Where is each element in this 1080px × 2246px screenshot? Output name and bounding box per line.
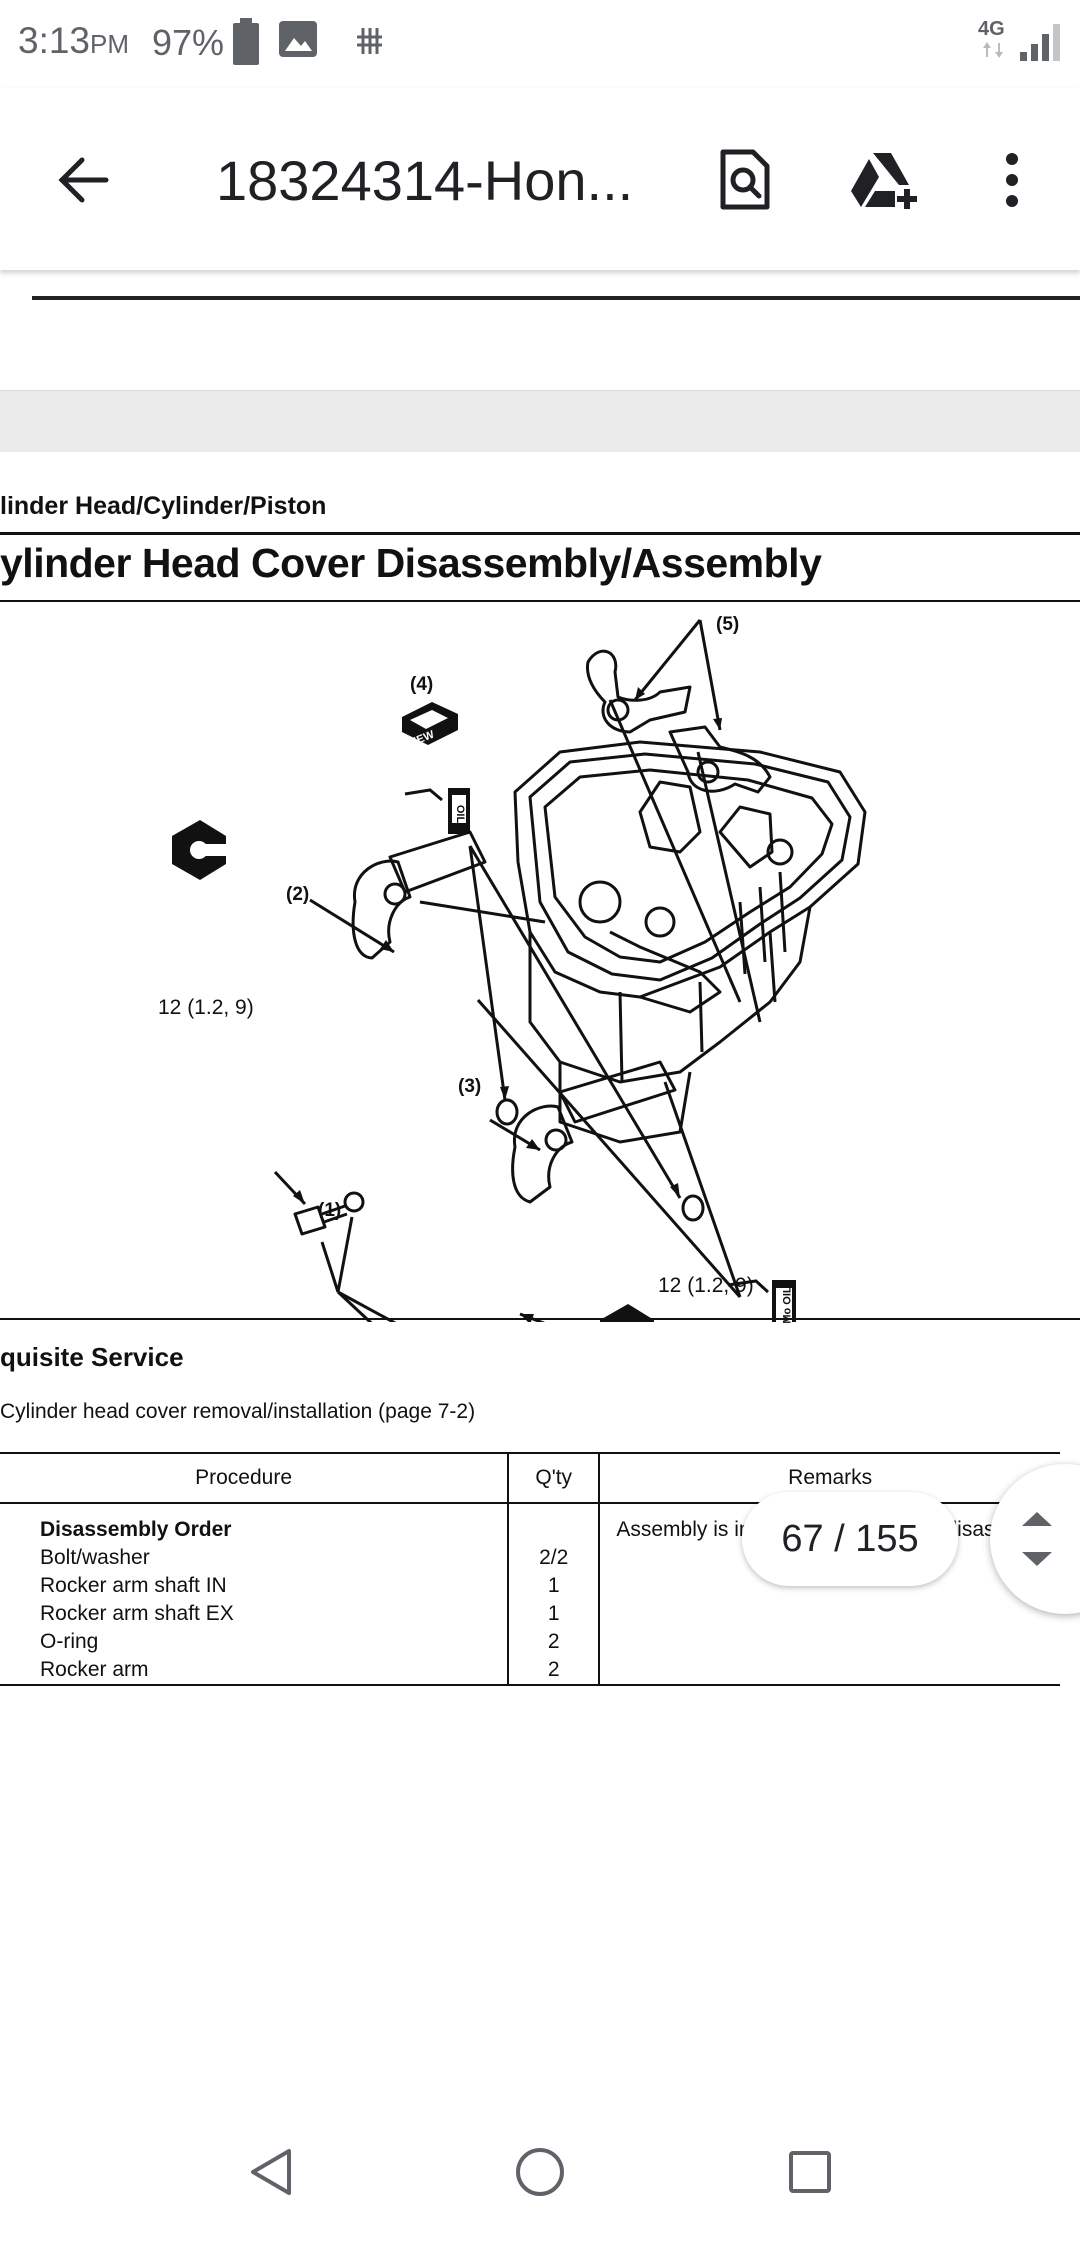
- moly-oil-can-icon: [727, 1279, 796, 1322]
- page-gap: [0, 390, 1080, 454]
- step-number: 1): [0, 1544, 20, 1572]
- callout-5: (5): [716, 614, 740, 635]
- find-in-document-button[interactable]: [694, 130, 794, 230]
- nav-recents-button[interactable]: [770, 2132, 850, 2212]
- callout-2: (2): [286, 884, 310, 905]
- home-circle-icon: [516, 2148, 564, 2196]
- step-number: 3): [0, 1600, 20, 1628]
- qty-cell: 2/2 1 1 2 2: [508, 1503, 601, 1686]
- table-row: Disassembly Order 1) Bolt/washer 2) Rocker…: [0, 1503, 1060, 1686]
- step-name: Bolt/washer: [40, 1546, 150, 1569]
- drive-add-icon: [851, 153, 917, 209]
- qty-value: 1: [547, 1602, 560, 1625]
- nav-home-button[interactable]: [500, 2132, 580, 2212]
- list-item: 2) Rocker arm shaft IN: [0, 1572, 507, 1600]
- exploded-diagram: [172, 619, 867, 1322]
- back-arrow-icon: [58, 157, 109, 203]
- step-name: Rocker arm: [40, 1658, 149, 1681]
- new-part-icon: [402, 702, 458, 745]
- step-number: 2): [0, 1572, 20, 1600]
- add-to-drive-button[interactable]: [836, 130, 936, 230]
- heading-rule: [0, 600, 1080, 602]
- torque-spec-upper: 12 (1.2, 9): [158, 996, 254, 1019]
- status-time-value: 3:13: [18, 20, 91, 61]
- step-name: O-ring: [40, 1630, 99, 1653]
- callout-1: (1): [318, 1200, 342, 1221]
- battery-percent: 97%: [152, 22, 225, 63]
- prerequisite-title: quisite Service: [0, 1342, 184, 1372]
- callout-3: (3): [458, 1076, 482, 1097]
- qty-value: 2: [547, 1658, 560, 1681]
- status-time: 3:13PM: [18, 20, 129, 62]
- navigation-bar: [0, 2092, 1080, 2246]
- qty-value: 2: [547, 1630, 560, 1653]
- callout-4: (4): [410, 674, 434, 695]
- more-vert-icon: [1006, 153, 1018, 207]
- disassembly-order-title: Disassembly Order: [40, 1518, 232, 1541]
- data-arrows-icon: [982, 42, 1006, 63]
- previous-page-bottom: [0, 270, 1080, 390]
- recents-square-icon: [789, 2151, 831, 2193]
- image-icon: [278, 18, 318, 65]
- list-item: 4) O-ring: [0, 1628, 507, 1656]
- section-header: linder Head/Cylinder/Piston: [0, 492, 327, 520]
- list-item: 5) Rocker arm: [0, 1656, 507, 1684]
- pdf-page: linder Head/Cylinder/Piston ylinder Head…: [0, 452, 1080, 2092]
- status-time-ampm: PM: [90, 29, 130, 59]
- step-name: Rocker arm shaft IN: [40, 1574, 227, 1597]
- back-button[interactable]: [34, 130, 134, 230]
- hashtag-notification-icon: [354, 26, 384, 61]
- diagram-bottom-rule: [0, 1318, 1080, 1320]
- step-number: 5): [0, 1656, 20, 1684]
- page-rule: [32, 296, 1080, 300]
- header-procedure: Procedure: [0, 1452, 510, 1504]
- header-rule: [0, 532, 1080, 535]
- page-counter: 67 / 155: [742, 1492, 958, 1586]
- torque-wrench-icon-lower: [600, 1304, 654, 1322]
- nav-back-button[interactable]: [232, 2132, 312, 2212]
- qty-value: 1: [547, 1574, 560, 1597]
- remarks-cell: Assembly is in the reverse order of disa…: [599, 1503, 1060, 1686]
- torque-spec-lower: 12 (1.2, 9): [658, 1274, 754, 1297]
- status-bar: 3:13PM 97% 4G: [0, 0, 1080, 88]
- table-header-row: Procedure Q'ty Remarks: [0, 1452, 1060, 1504]
- prerequisite-text: Cylinder head cover removal/installation…: [0, 1400, 476, 1423]
- header-remarks: Remarks: [599, 1452, 1060, 1504]
- document-title: 18324314-Hon...: [216, 149, 634, 212]
- scroll-arrows-icon: [1022, 1512, 1052, 1566]
- oil-can-icon: [404, 788, 470, 834]
- qty-value: 2/2: [539, 1546, 569, 1569]
- torque-wrench-icon-upper: [172, 820, 229, 880]
- search-document-icon: [720, 149, 770, 210]
- header-qty: Q'ty: [508, 1452, 601, 1504]
- app-bar: 18324314-Hon...: [0, 88, 1080, 270]
- step-name: Rocker arm shaft EX: [40, 1602, 234, 1625]
- page-heading: ylinder Head Cover Disassembly/Assembly: [0, 540, 822, 586]
- network-type: 4G: [978, 18, 1005, 40]
- procedure-cell: Disassembly Order 1) Bolt/washer 2) Rocker…: [0, 1503, 510, 1686]
- list-item: 1) Bolt/washer: [0, 1544, 507, 1572]
- step-number: 4): [0, 1628, 20, 1656]
- procedure-table: Procedure Q'ty Remarks Disassembly Order…: [0, 1452, 1060, 1686]
- back-triangle-icon: [251, 2149, 291, 2195]
- list-item: 3) Rocker arm shaft EX: [0, 1600, 507, 1628]
- battery-icon: [232, 18, 260, 71]
- signal-icon: [1018, 22, 1062, 67]
- oil-label: OIL: [454, 804, 467, 824]
- more-options-button[interactable]: [962, 130, 1062, 230]
